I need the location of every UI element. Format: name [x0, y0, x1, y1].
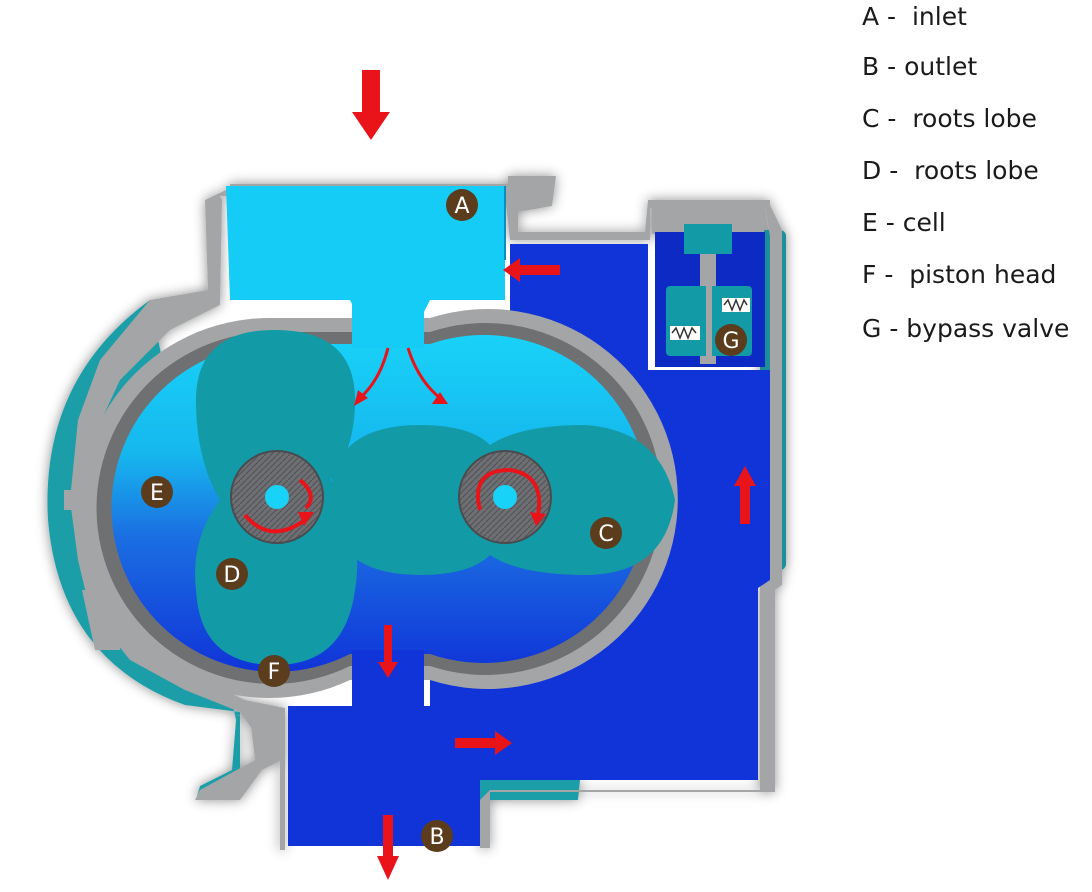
roots-lobe-c — [330, 425, 675, 575]
legend-item-piston-head: F - piston head — [862, 260, 1057, 289]
side-arrow-up — [734, 466, 756, 524]
legend-item-outlet: B - outlet — [862, 52, 978, 81]
marker-c: C — [590, 517, 622, 549]
svg-text:A: A — [454, 194, 469, 219]
legend-item-bypass-valve: G - bypass valve — [862, 314, 1070, 343]
svg-text:D: D — [224, 563, 241, 588]
legend-item-roots-lobe-c: C - roots lobe — [862, 104, 1037, 133]
marker-b: B — [421, 820, 453, 852]
rotor-c-rotation-arrow — [476, 467, 542, 516]
roots-pump-diagram: A B C D E F G — [47, 70, 786, 880]
legend-item-roots-lobe-d: D - roots lobe — [862, 156, 1039, 185]
svg-text:B: B — [429, 825, 444, 850]
outlet-side-arrow-right — [455, 731, 512, 755]
marker-g: G — [715, 324, 747, 356]
svg-text:F: F — [268, 660, 281, 685]
legend-item-cell: E - cell — [862, 208, 946, 237]
marker-a: A — [446, 189, 478, 221]
rotor-d-rotation-arrow — [243, 513, 307, 534]
marker-d: D — [216, 558, 248, 590]
split-arrow-right — [406, 347, 441, 400]
svg-text:E: E — [150, 481, 164, 506]
marker-f: F — [258, 655, 290, 687]
bypass-arrow-left — [503, 258, 560, 282]
inlet-arrow-down — [352, 70, 390, 140]
inlet-fluid — [226, 186, 506, 320]
legend-item-inlet: A - inlet — [862, 2, 967, 31]
flow-arrows — [243, 70, 756, 880]
legend: A - inlet B - outlet C - roots lobe D - … — [862, 0, 1090, 360]
svg-text:C: C — [598, 522, 613, 547]
svg-text:G: G — [722, 329, 739, 354]
marker-e: E — [141, 476, 173, 508]
outlet-gap-arrow-down — [378, 625, 398, 678]
outlet-arrow-down — [377, 815, 399, 880]
